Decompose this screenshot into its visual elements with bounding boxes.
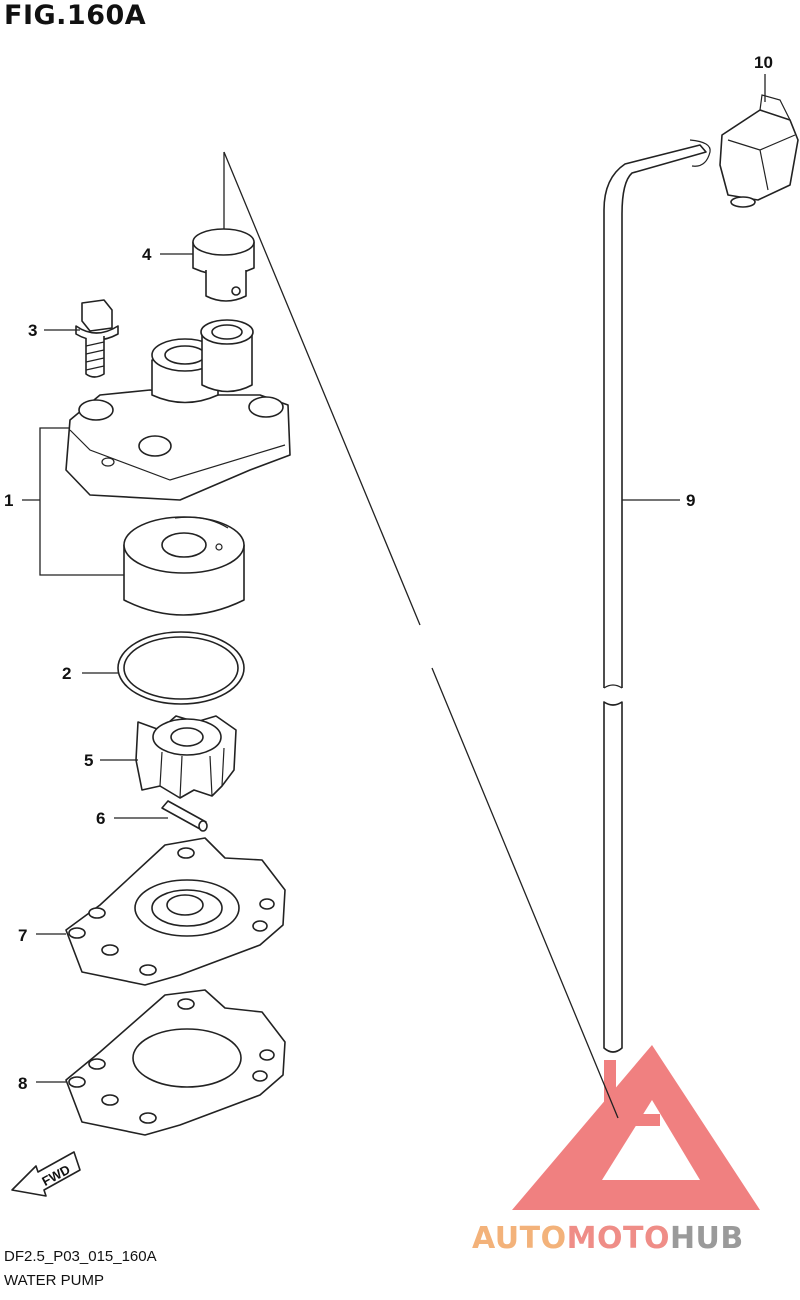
callout-9: 9 xyxy=(686,491,695,510)
callout-5: 5 xyxy=(84,751,93,770)
water-tube xyxy=(603,139,711,1053)
pump-liner xyxy=(123,516,245,616)
o-ring xyxy=(117,631,245,705)
leader-line-1 xyxy=(22,427,124,576)
impeller xyxy=(135,715,237,799)
figure-name: WATER PUMP xyxy=(4,1272,104,1289)
figure-code: DF2.5_P03_015_160A xyxy=(4,1248,157,1265)
gasket xyxy=(65,989,286,1136)
leader-line-4-to-9 xyxy=(223,151,421,626)
watermark-text-moto: MOTO xyxy=(567,1221,670,1256)
callout-7: 7 xyxy=(18,926,27,945)
watermark-text-auto: AUTO xyxy=(472,1221,567,1256)
callout-8: 8 xyxy=(18,1074,27,1093)
grommet xyxy=(192,228,255,302)
plate xyxy=(65,837,286,986)
watermark-text-hub: HUB xyxy=(670,1221,744,1256)
watermark-wordmark: AUTOMOTOHUB xyxy=(472,1221,744,1256)
tube-seal xyxy=(719,94,799,208)
bolt xyxy=(75,299,119,378)
callout-6: 6 xyxy=(96,809,105,828)
callout-10: 10 xyxy=(754,53,773,72)
leader-line-4-to-9-lower xyxy=(431,667,619,1119)
figure-title: FIG.160A xyxy=(4,0,147,31)
watermark-logo xyxy=(512,1045,760,1210)
fwd-label: FWD xyxy=(39,1162,72,1189)
fwd-arrow: FWD xyxy=(11,1151,81,1197)
callout-4: 4 xyxy=(142,245,152,264)
callout-2: 2 xyxy=(62,664,71,683)
callout-1: 1 xyxy=(4,491,13,510)
key-pin xyxy=(161,800,208,832)
callout-3: 3 xyxy=(28,321,37,340)
pump-case xyxy=(65,319,291,501)
